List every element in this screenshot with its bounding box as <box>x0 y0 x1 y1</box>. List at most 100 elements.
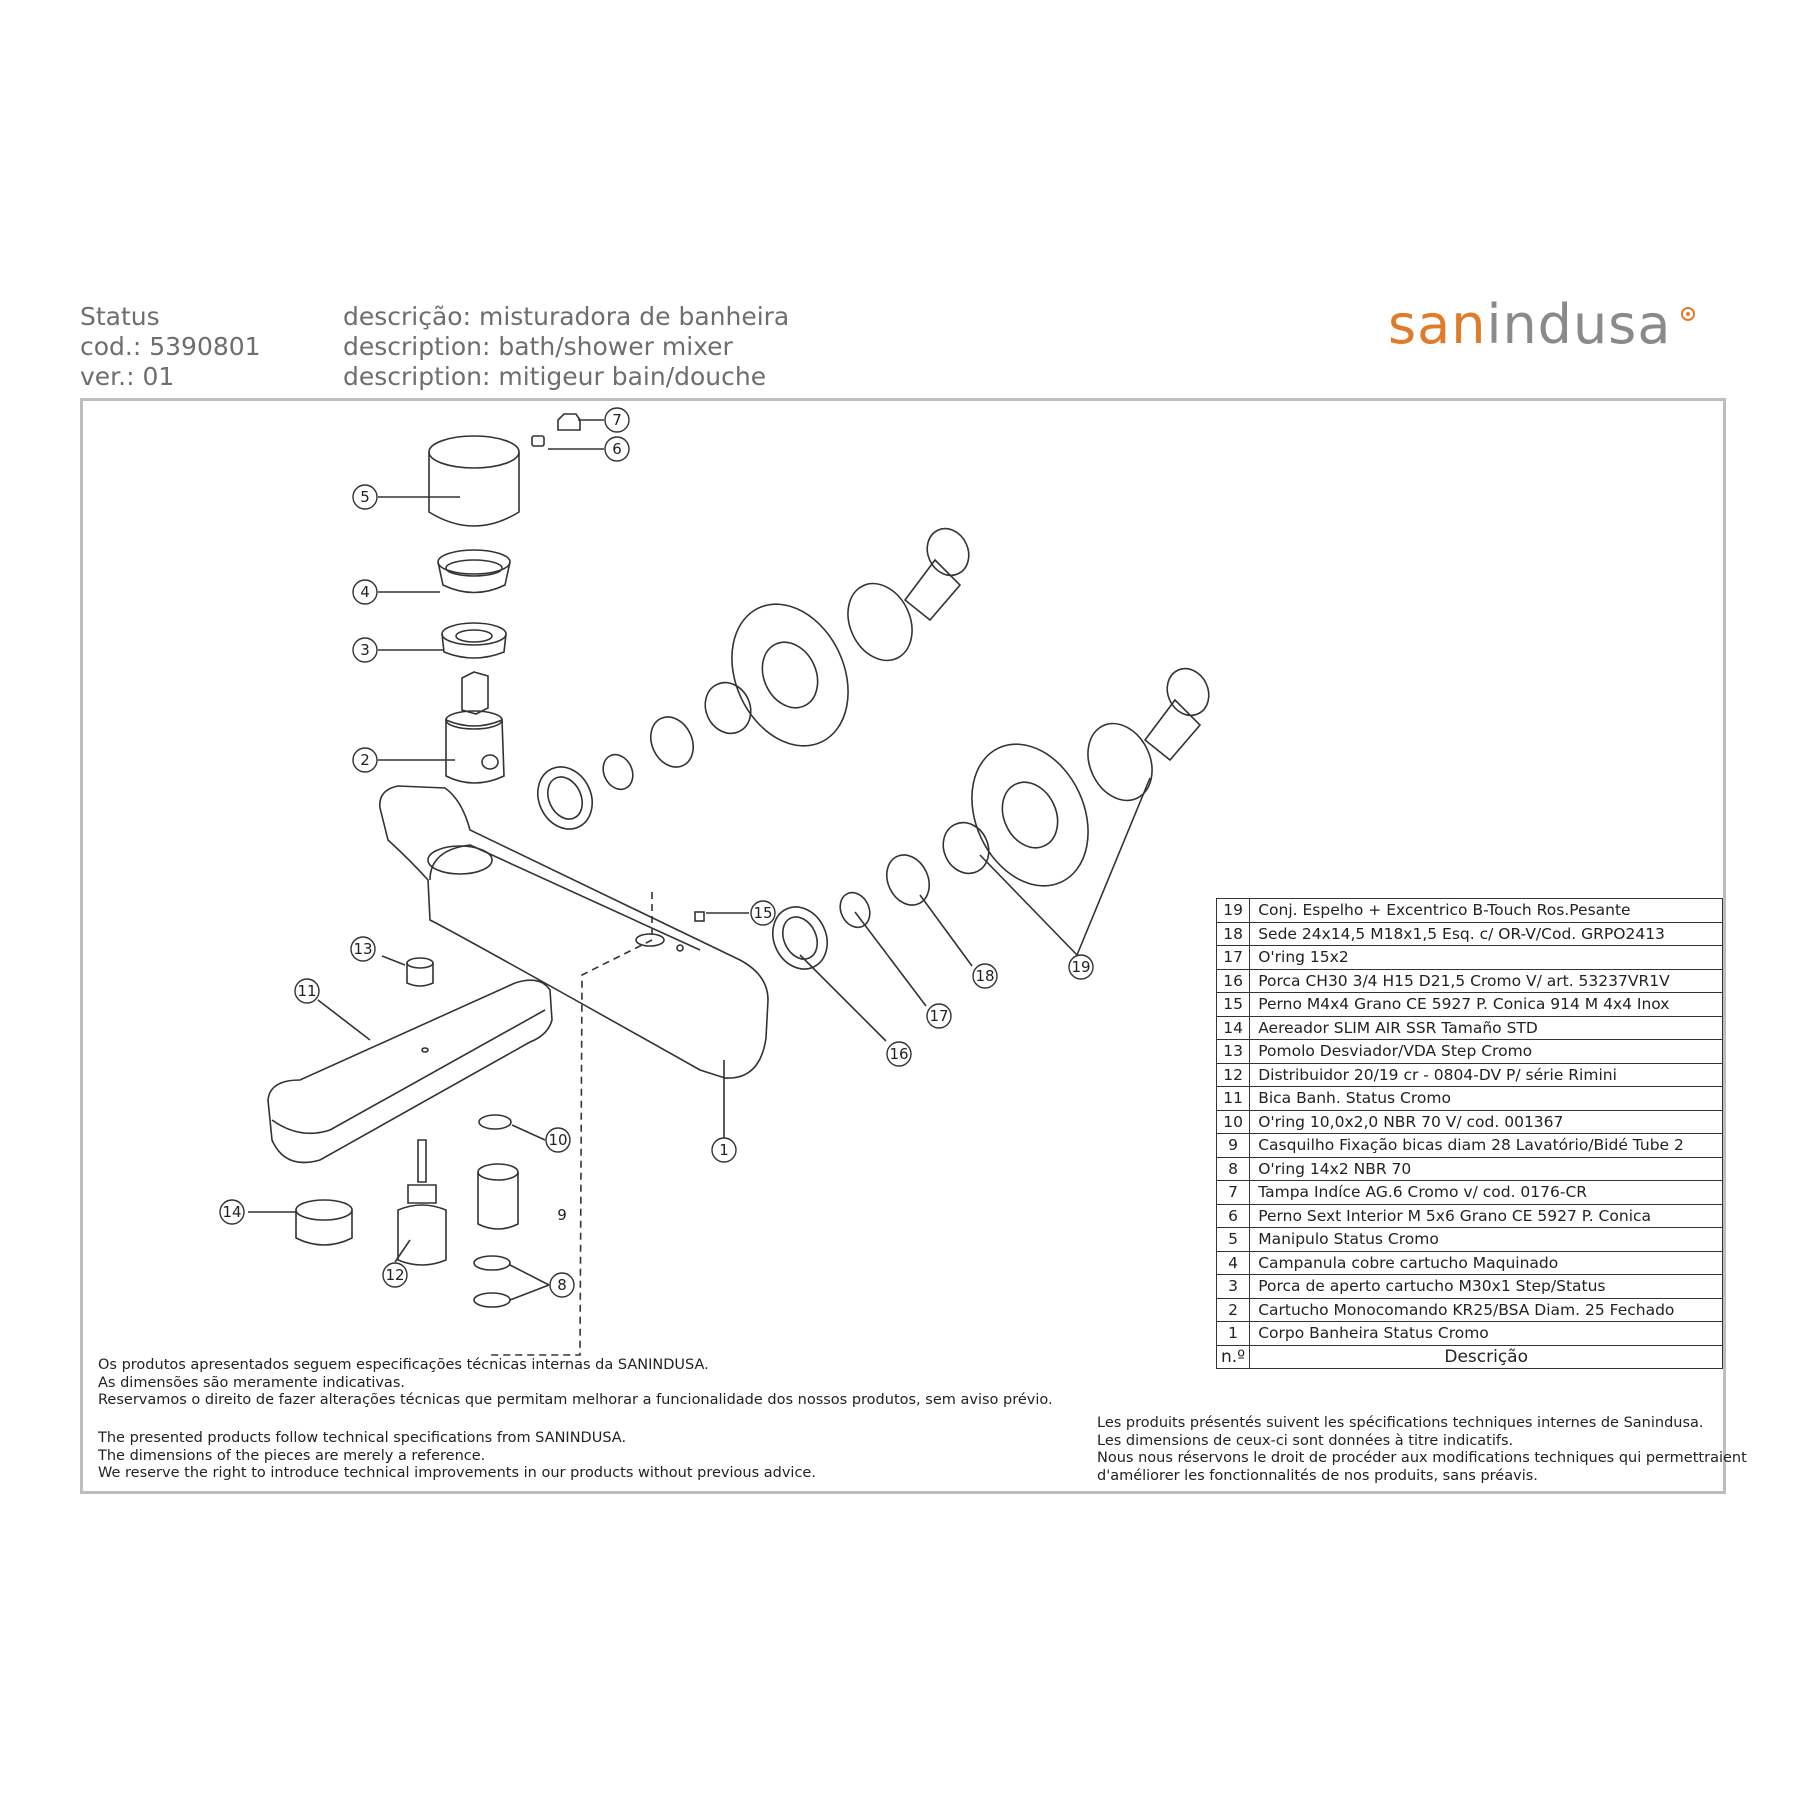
callout-14-circle <box>219 1199 245 1225</box>
part-description: O'ring 10,0x2,0 NBR 70 V/ cod. 001367 <box>1249 1109 1724 1134</box>
part-description: Aereador SLIM AIR SSR Tamaño STD <box>1249 1015 1724 1040</box>
version: ver.: 01 <box>80 362 175 391</box>
part-description: Perno M4x4 Grano CE 5927 P. Conica 914 M… <box>1249 992 1724 1017</box>
part-number: 8 <box>1215 1156 1251 1181</box>
callout-6: 6 <box>612 440 622 458</box>
callout-3-circle <box>352 637 378 663</box>
part-description: Porca CH30 3/4 H15 D21,5 Cromo V/ art. 5… <box>1249 968 1724 993</box>
part-number: 2 <box>1215 1297 1251 1322</box>
part-3-nut-drawing <box>441 622 507 659</box>
callout-13: 13 <box>353 940 372 958</box>
callout-17: 17 <box>929 1007 948 1025</box>
part-description: Sede 24x14,5 M18x1,5 Esq. c/ OR-V/Cod. G… <box>1249 921 1724 946</box>
part-number: 14 <box>1215 1015 1251 1040</box>
part-1-body-drawing <box>379 785 769 1079</box>
sanindusa-logo: sanindusa <box>1388 293 1696 356</box>
lower-inlet-assembly-drawing <box>772 667 1210 970</box>
header-descriptions: descrição: misturadora de banheira descr… <box>343 302 789 392</box>
column-header-number: n.º <box>1215 1344 1251 1369</box>
part-2-cartridge-drawing <box>445 671 505 784</box>
part-description: Campanula cobre cartucho Maquinado <box>1249 1250 1724 1275</box>
part-number: 10 <box>1215 1109 1251 1134</box>
callout-1-circle <box>711 1137 737 1163</box>
part-number: 11 <box>1215 1086 1251 1111</box>
part-12-diverter-drawing <box>397 1139 447 1266</box>
callout-16-circle <box>886 1041 912 1067</box>
callout-10-circle <box>545 1127 571 1153</box>
upper-inlet-assembly-drawing <box>537 527 970 830</box>
part-description: Tampa Indíce AG.6 Cromo v/ cod. 0176-CR <box>1249 1180 1724 1205</box>
part-description: Porca de aperto cartucho M30x1 Step/Stat… <box>1249 1274 1724 1299</box>
callout-18-circle <box>972 963 998 989</box>
part-9-bushing-drawing <box>477 1163 519 1230</box>
assembly-axis-line <box>490 892 653 1356</box>
part-15-screw-drawing <box>694 911 705 922</box>
part-description: Cartucho Monocomando KR25/BSA Diam. 25 F… <box>1249 1297 1724 1322</box>
part-description: O'ring 15x2 <box>1249 945 1724 970</box>
callout-17-circle <box>926 1003 952 1029</box>
part-number: 4 <box>1215 1250 1251 1275</box>
part-4-bell-drawing <box>437 549 511 594</box>
callout-9: 9 <box>557 1206 567 1224</box>
column-header-description: Descrição <box>1249 1344 1724 1369</box>
callout-7: 7 <box>612 411 622 429</box>
part-5-handle-drawing <box>428 435 520 527</box>
disclaimer-en: The presented products follow technical … <box>98 1430 816 1481</box>
part-number: 16 <box>1215 968 1251 993</box>
part-number: 19 <box>1215 898 1251 923</box>
header-info: Status cod.: 5390801 ver.: 01 <box>80 302 261 392</box>
disclaimer-fr: Les produits présentés suivent les spéci… <box>1097 1415 1747 1484</box>
part-description: Perno Sext Interior M 5x6 Grano CE 5927 … <box>1249 1203 1724 1228</box>
callout-labels: 1 2 3 4 5 6 7 8 9 10 11 12 13 14 15 16 1… <box>222 411 1090 1294</box>
callout-12-circle <box>382 1262 408 1288</box>
product-code: cod.: 5390801 <box>80 332 261 361</box>
callout-5: 5 <box>360 488 370 506</box>
part-number: 17 <box>1215 945 1251 970</box>
callout-15-circle <box>750 900 776 926</box>
callout-6-circle <box>604 436 630 462</box>
part-description: Corpo Banheira Status Cromo <box>1249 1321 1724 1346</box>
callout-13-circle <box>350 936 376 962</box>
callout-18: 18 <box>975 967 994 985</box>
part-number: 15 <box>1215 992 1251 1017</box>
callout-2: 2 <box>360 751 370 769</box>
model-name: Status <box>80 302 160 331</box>
disclaimer-pt: Os produtos apresentados seguem especifi… <box>98 1357 1053 1408</box>
part-description: Distribuidor 20/19 cr - 0804-DV P/ série… <box>1249 1062 1724 1087</box>
part-description: Conj. Espelho + Excentrico B-Touch Ros.P… <box>1249 898 1724 923</box>
part-number: 1 <box>1215 1321 1251 1346</box>
part-number: 7 <box>1215 1180 1251 1205</box>
description-fr: description: mitigeur bain/douche <box>343 362 767 391</box>
drawing-frame <box>80 398 1726 1494</box>
part-description: Bica Banh. Status Cromo <box>1249 1086 1724 1111</box>
part-description: Pomolo Desviador/VDA Step Cromo <box>1249 1039 1724 1064</box>
part-13-knob-drawing <box>406 957 434 987</box>
callout-16: 16 <box>889 1045 908 1063</box>
callout-19-circle <box>1068 954 1094 980</box>
callout-11: 11 <box>297 982 316 1000</box>
part-11-spout-drawing <box>267 979 553 1164</box>
part-number: 9 <box>1215 1133 1251 1158</box>
callout-14: 14 <box>222 1203 241 1221</box>
part-6-7-small-drawing <box>531 413 581 447</box>
callout-10: 10 <box>548 1131 567 1149</box>
part-14-aerator-drawing <box>295 1199 353 1246</box>
description-pt: descrição: misturadora de banheira <box>343 302 790 331</box>
